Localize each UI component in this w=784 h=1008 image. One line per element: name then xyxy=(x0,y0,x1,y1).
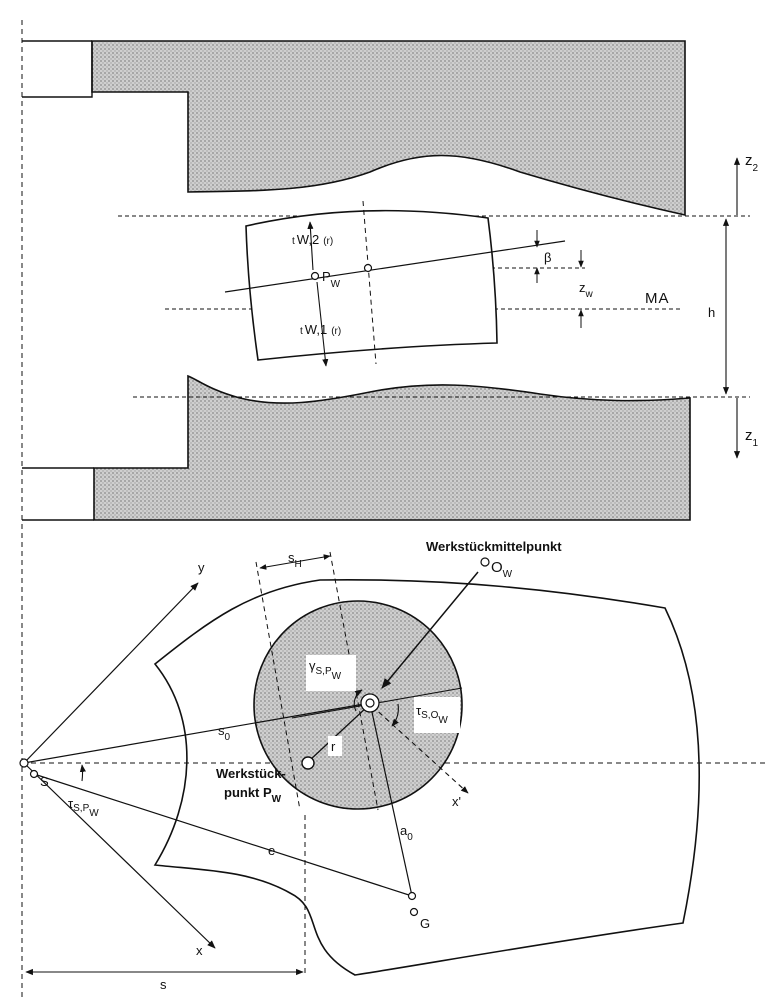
sh-band-left xyxy=(255,561,301,811)
tau-sow-angle-arc xyxy=(391,703,399,727)
point-s xyxy=(19,758,29,768)
x-axis xyxy=(23,762,216,949)
label-s: s xyxy=(160,977,167,992)
e-line xyxy=(33,773,413,897)
point-g-lower xyxy=(409,907,419,917)
label-tau-sow: τS,OW xyxy=(416,703,448,726)
upper-wheel-bracket xyxy=(22,40,93,98)
label-a0: a0 xyxy=(400,823,413,843)
y-axis xyxy=(23,582,199,764)
x-prime-axis xyxy=(371,705,469,794)
tw2-arrow xyxy=(307,221,314,271)
sh-band-right xyxy=(329,551,379,811)
label-gamma: γS,PW xyxy=(309,658,342,682)
label-bg-tau xyxy=(414,697,460,733)
sh-dimension xyxy=(259,554,331,570)
point-g xyxy=(407,891,417,901)
plan-view: Werkstückmittelpunkt OW sH y x x' γS,PW … xyxy=(19,539,765,992)
label-s0: s0 xyxy=(218,723,231,743)
label-ma: MA xyxy=(645,290,670,307)
label-s-point: S xyxy=(40,774,49,789)
workpiece-center-dot xyxy=(365,698,375,708)
workpiece-section-line xyxy=(362,200,377,365)
grinding-wheel-outline xyxy=(153,578,701,976)
point-ow-label-marker xyxy=(480,557,490,567)
tw1-arrow xyxy=(316,281,329,367)
label-g: G xyxy=(420,916,430,931)
label-werkstueckmittelpunkt: Werkstückmittelpunkt xyxy=(426,539,562,554)
workpiece-outline xyxy=(245,209,498,361)
label-tau-spw: τS,PW xyxy=(68,796,99,819)
label-r: r xyxy=(331,739,336,754)
label-x: x xyxy=(196,943,203,958)
center-pointer-arrow xyxy=(381,571,479,689)
lower-wheel-bracket xyxy=(22,467,94,521)
workpiece-axis-inclined xyxy=(224,240,566,293)
label-x-prime: x' xyxy=(452,794,461,809)
a0-line xyxy=(369,702,413,897)
lower-wheel-body xyxy=(93,374,691,521)
label-bg-gamma xyxy=(306,655,356,691)
label-z1: z1 xyxy=(745,427,759,449)
label-pw: PW xyxy=(322,269,341,290)
label-sh: sH xyxy=(288,550,302,570)
label-bg-r xyxy=(328,736,342,756)
label-ow: OW xyxy=(491,559,513,580)
label-y: y xyxy=(198,560,205,575)
point-pw-plan xyxy=(301,756,315,770)
label-zw: zw xyxy=(579,280,594,300)
label-e: e xyxy=(268,843,275,858)
gamma-angle-arc xyxy=(353,689,363,712)
point-s-lower xyxy=(29,769,39,779)
label-beta: β xyxy=(544,250,551,265)
label-h: h xyxy=(708,305,715,320)
center-marker xyxy=(363,263,373,273)
radius-r-line xyxy=(309,705,369,761)
tau-spw-angle-arc xyxy=(79,764,86,782)
label-z2: z2 xyxy=(745,152,759,174)
point-pw-marker xyxy=(310,271,320,281)
label-werkstueckpunkt-line2: punkt PW xyxy=(224,785,282,805)
label-werkstueckpunkt-line1: Werkstück- xyxy=(216,766,286,781)
s0-line xyxy=(23,702,371,764)
upper-wheel-body xyxy=(91,40,686,216)
